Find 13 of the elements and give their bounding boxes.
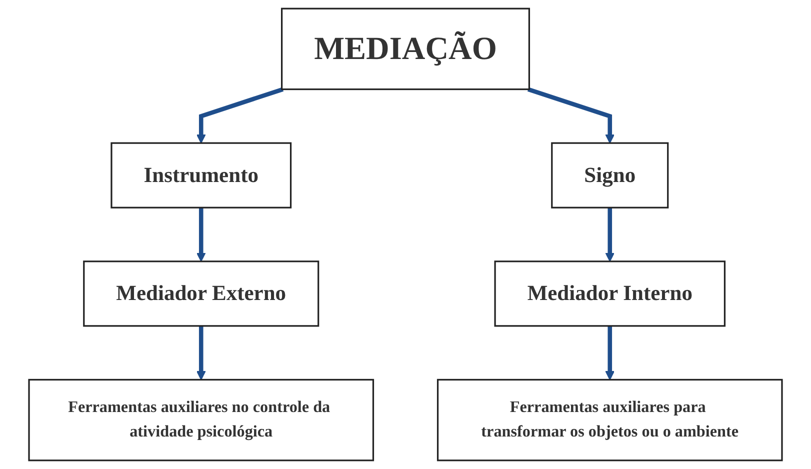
- arrow: [605, 208, 615, 262]
- arrow: [527, 87, 615, 144]
- node-box: Signo: [551, 142, 669, 208]
- node-box: Ferramentas auxiliares para transformar os objetos ou o ambiente: [436, 378, 783, 462]
- node-box: Mediador Interno: [494, 260, 726, 327]
- node-box: MEDIAÇÃO: [280, 8, 530, 90]
- arrow: [196, 326, 206, 380]
- arrow: [196, 208, 206, 262]
- arrow: [196, 87, 284, 144]
- node-box: Instrumento: [110, 142, 292, 208]
- arrow: [605, 326, 615, 380]
- node-box: Ferramentas auxiliares no controle da atividade psicológica: [28, 378, 374, 462]
- node-box: Mediador Externo: [83, 260, 320, 327]
